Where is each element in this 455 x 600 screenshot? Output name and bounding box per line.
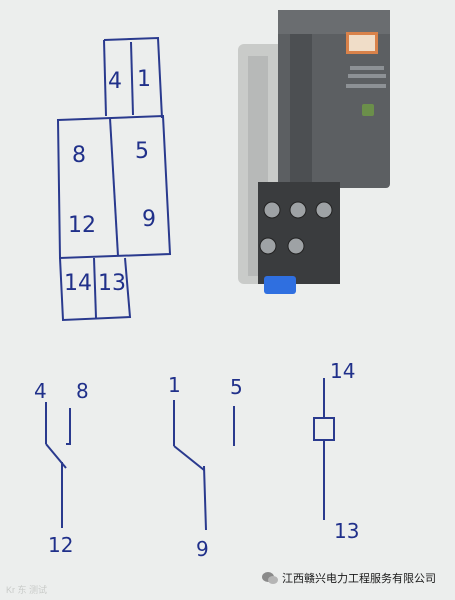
pin-grid-sketch bbox=[56, 36, 172, 322]
pin-label-8: 8 bbox=[72, 143, 86, 168]
contact-a-pin-4: 4 bbox=[34, 379, 47, 403]
pin-label-13: 13 bbox=[98, 271, 126, 296]
pin-label-1: 1 bbox=[137, 67, 151, 92]
contact-a-pin-8: 8 bbox=[76, 379, 89, 403]
contact-b-pin-5: 5 bbox=[230, 375, 243, 399]
contact-diagram-a bbox=[45, 402, 71, 528]
pin-label-5: 5 bbox=[135, 139, 149, 164]
contact-b-pin-9: 9 bbox=[196, 537, 209, 561]
coil-pin-14: 14 bbox=[330, 359, 355, 383]
coil-pin-13: 13 bbox=[334, 519, 359, 543]
pin-label-9: 9 bbox=[142, 207, 156, 232]
pin-label-12: 12 bbox=[68, 213, 96, 238]
corner-watermark: Kr 东 测试 bbox=[6, 585, 48, 595]
pin-label-14: 14 bbox=[64, 271, 92, 296]
contact-a-pin-12: 12 bbox=[48, 533, 73, 557]
contact-b-pin-1: 1 bbox=[168, 373, 181, 397]
wechat-icon bbox=[262, 571, 278, 584]
relay-device bbox=[238, 10, 390, 294]
coil-diagram bbox=[313, 378, 335, 520]
watermark: 江西赣兴电力工程服务有限公司 bbox=[262, 570, 436, 586]
pin-label-4: 4 bbox=[108, 69, 122, 94]
watermark-text: 江西赣兴电力工程服务有限公司 bbox=[282, 573, 436, 585]
pin-label-group: 4 1 8 5 12 9 14 13 bbox=[64, 67, 156, 296]
contact-diagram-b bbox=[173, 400, 235, 531]
